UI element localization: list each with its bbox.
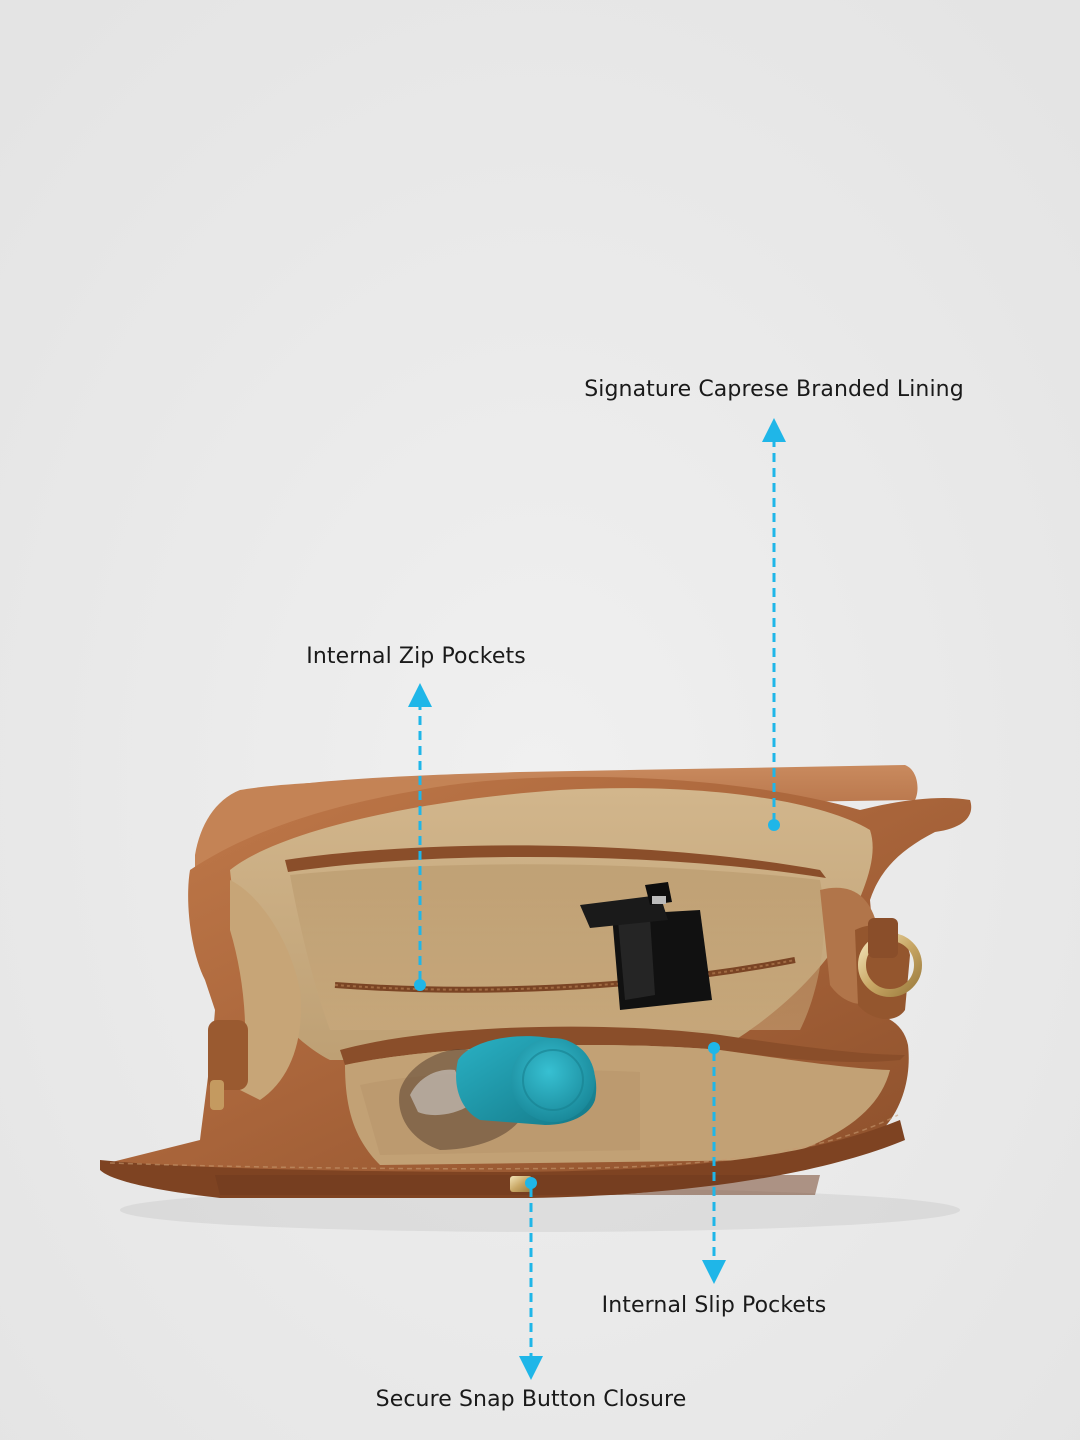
dot-slip — [708, 1042, 720, 1054]
dot-lining — [768, 819, 780, 831]
bottle-cap — [456, 1036, 597, 1125]
perfume-bottle — [580, 882, 712, 1010]
callout-arrows — [408, 418, 786, 1380]
callout-branded-lining: Signature Caprese Branded Lining — [584, 377, 964, 402]
callout-snap-closure: Secure Snap Button Closure — [375, 1387, 687, 1412]
handbag — [100, 765, 972, 1232]
callout-slip-pockets: Internal Slip Pockets — [601, 1293, 827, 1318]
dot-snap — [525, 1177, 537, 1189]
callout-zip-pockets: Internal Zip Pockets — [306, 644, 526, 669]
dot-zip — [414, 979, 426, 991]
